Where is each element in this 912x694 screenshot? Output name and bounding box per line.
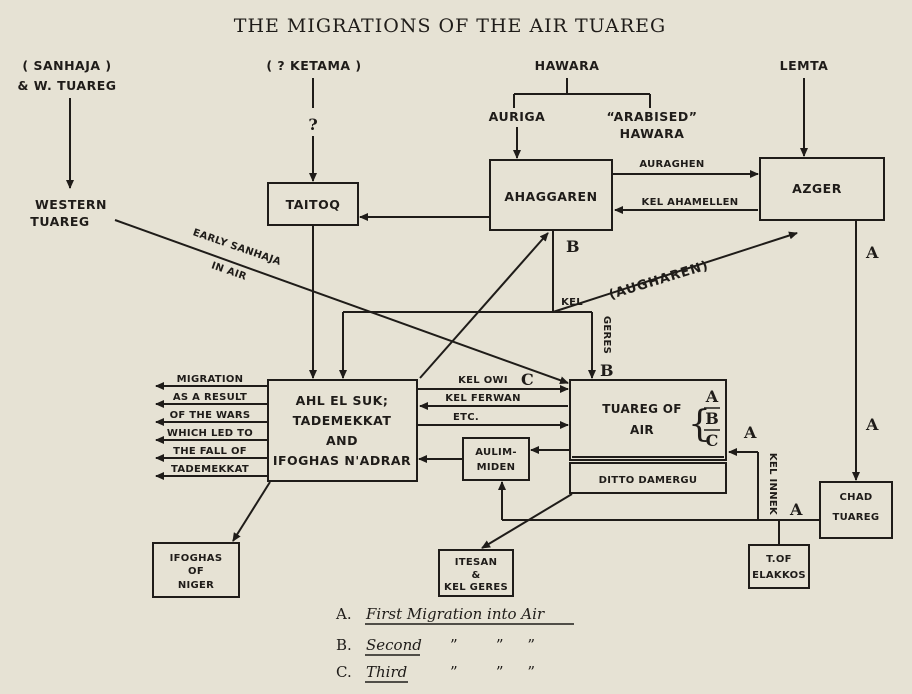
west-tuareg-source-label: & W. TUAREG <box>17 78 116 93</box>
kel-label: KEL <box>561 297 583 308</box>
in-air-label: IN AIR <box>210 260 248 282</box>
geres-label: GERES <box>601 316 612 354</box>
migration-label-4: WHICH LED TO <box>167 428 253 439</box>
ifoghas-adrar-label: IFOGHAS N'ADRAR <box>273 453 411 468</box>
of-label: OF <box>188 566 204 577</box>
auraghen-label: AURAGHEN <box>639 159 704 170</box>
ahaggaren-label: AHAGGAREN <box>504 189 597 204</box>
early-sanhaja-label: EARLY SANHAJA <box>191 227 282 268</box>
arabised-label: “ARABISED” <box>607 109 698 124</box>
ahl-el-suk-label: AHL EL SUK; <box>296 393 389 408</box>
etc-label: ETC. <box>453 412 479 423</box>
legend-text-b: Second <box>366 636 422 654</box>
taitoq-box <box>267 182 359 226</box>
legend-letter-a: A. <box>335 605 352 623</box>
question-mark: ? <box>308 115 317 134</box>
chad-label: CHAD <box>840 492 873 503</box>
itesan-box <box>438 549 514 597</box>
aulimmiden-label-2: MIDEN <box>477 462 516 473</box>
azger-box <box>759 157 885 221</box>
fraction-c: C <box>706 431 719 450</box>
route-b-ahaggaren: B <box>566 237 580 256</box>
tuareg-of-air-box <box>569 379 727 461</box>
early-sanhaja-arrow <box>114 219 569 385</box>
route-b-geres: B <box>600 361 614 380</box>
auriga-label: AURIGA <box>489 109 546 124</box>
aulimmiden-label: AULIM- <box>475 447 517 458</box>
tademekkat-label: TADEMEKKAT <box>293 413 392 428</box>
diagram-title: THE MIGRATIONS OF THE AIR TUAREG <box>234 15 666 37</box>
chad-tuareg-label: TUAREG <box>833 512 880 523</box>
arabised-hawara-label: HAWARA <box>620 126 685 141</box>
aulimmiden-box <box>462 437 530 481</box>
route-a-chad: A <box>789 500 803 519</box>
legend-text-a: First Migration into Air <box>365 605 545 623</box>
chad-tuareg-box <box>819 481 893 539</box>
route-a-kel-innek: A <box>743 423 757 442</box>
niger-label: NIGER <box>178 580 214 591</box>
elakkos-label: ELAKKOS <box>752 570 806 581</box>
route-a-azger-1: A <box>865 243 879 262</box>
ifoghas-label: IFOGHAS <box>170 553 223 564</box>
and-label: AND <box>326 433 358 448</box>
ahaggaren-box <box>489 159 613 231</box>
legend-text-c: Third <box>366 663 407 681</box>
route-c-kel-owi: C <box>521 370 534 389</box>
air-label: AIR <box>630 423 654 437</box>
migration-label-3: OF THE WARS <box>170 410 251 421</box>
itesan-label: ITESAN <box>455 557 497 568</box>
ditto-damergu-box <box>569 462 727 494</box>
kel-geres-label: KEL GERES <box>444 582 508 593</box>
ahl-to-ifoghas-arrow <box>232 481 271 542</box>
migration-label-5: THE FALL OF <box>173 446 247 457</box>
augharen-arrow <box>552 231 798 313</box>
fraction-a: A <box>705 387 719 406</box>
kel-ahamellen-label: KEL AHAMELLEN <box>642 197 739 208</box>
sanhaja-label: ( SANHAJA ) <box>22 58 111 73</box>
legend-letter-b: B. <box>336 636 352 654</box>
western-tuareg-label: TUAREG <box>30 214 89 229</box>
curly-brace: { <box>688 404 711 445</box>
azger-label: AZGER <box>792 181 842 196</box>
western-label: WESTERN <box>35 197 107 212</box>
t-of-label: T.OF <box>766 554 792 565</box>
migration-label-2: AS A RESULT <box>173 392 247 403</box>
taitoq-label: TAITOQ <box>286 197 341 212</box>
migration-label-6: TADEMEKKAT <box>171 464 249 475</box>
lemta-label: LEMTA <box>780 58 829 73</box>
legend: A. First Migration into Air B. Second ” … <box>335 605 574 683</box>
elakkos-box <box>748 544 810 589</box>
legend-letter-c: C. <box>336 663 352 681</box>
ampersand-label: & <box>471 570 480 581</box>
ahl-el-suk-box <box>267 379 418 482</box>
fraction-b: B <box>705 409 719 428</box>
ditto-damergu-label: DITTO DAMERGU <box>599 475 698 486</box>
legend-ditto-b: ” ” ” <box>450 636 535 654</box>
augharen-label: (AUGHAREN) <box>607 258 710 303</box>
ifoghas-niger-box <box>152 542 240 598</box>
kel-innek-label: KEL INNEK <box>767 453 778 516</box>
migration-label-1: MIGRATION <box>177 374 244 385</box>
ketama-label: ( ? KETAMA ) <box>266 58 361 73</box>
kel-ferwan-label: KEL FERWAN <box>445 393 521 404</box>
hawara-label: HAWARA <box>535 58 600 73</box>
ahl-to-ahaggaren-arrow <box>419 232 549 379</box>
route-a-azger-2: A <box>865 415 879 434</box>
kel-owi-label: KEL OWI <box>458 375 508 386</box>
tuareg-of-label: TUAREG OF <box>602 402 681 416</box>
legend-ditto-c: ” ” ” <box>450 663 535 681</box>
